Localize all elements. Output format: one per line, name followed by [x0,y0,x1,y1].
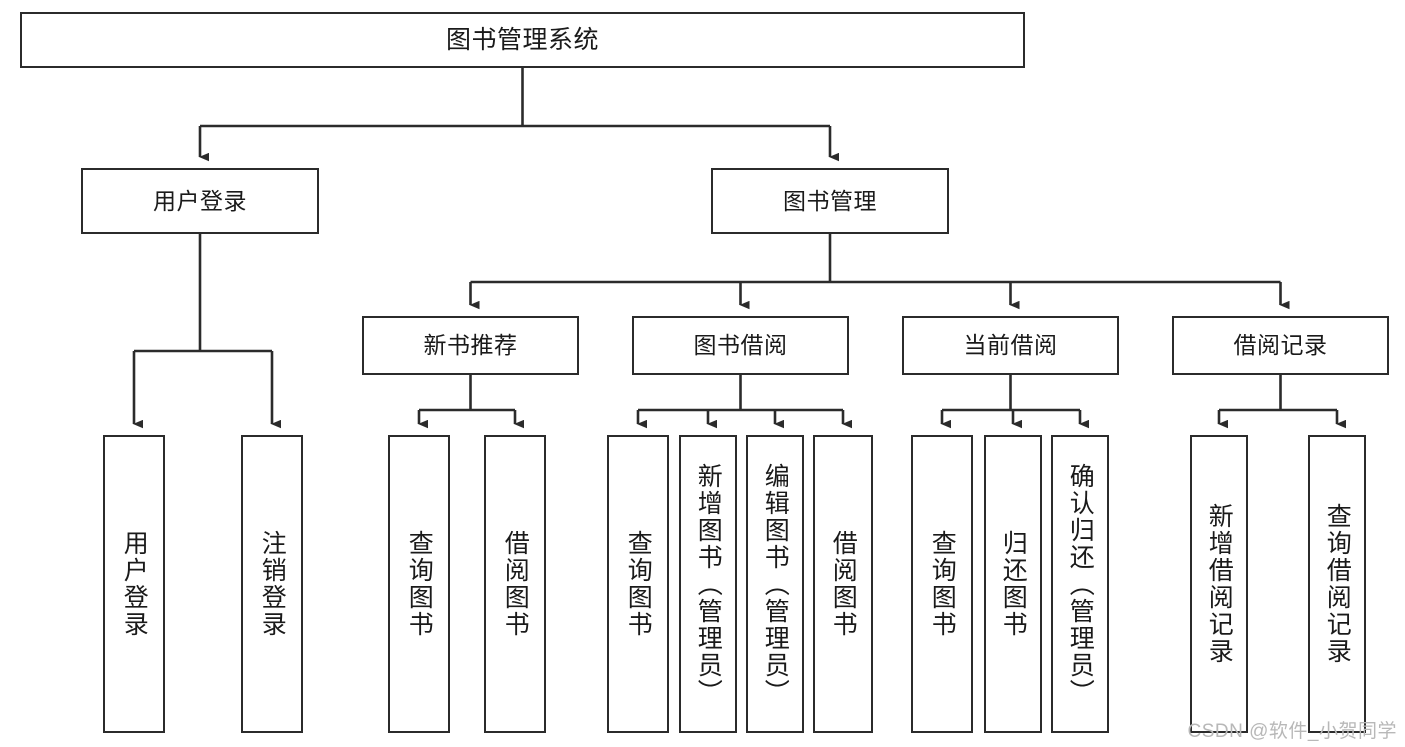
node-leaf1[interactable]: 用户登录 [103,435,165,733]
node-label: 查询图书 [928,530,957,638]
node-label: 图书管理 [783,187,877,214]
node-login[interactable]: 用户登录 [81,168,319,234]
node-label: 新书推荐 [423,332,518,359]
node-newbook[interactable]: 新书推荐 [362,316,579,375]
node-leaf13[interactable]: 查询借阅记录 [1308,435,1366,733]
node-records[interactable]: 借阅记录 [1172,316,1389,375]
watermark-text: CSDN @软件_小贺同学 [1187,721,1397,742]
node-root[interactable]: 图书管理系统 [20,12,1025,68]
node-leaf6[interactable]: 新增图书（管理员） [679,435,737,733]
node-leaf7[interactable]: 编辑图书（管理员） [746,435,804,733]
node-leaf9[interactable]: 查询图书 [911,435,973,733]
node-label: 图书管理系统 [445,25,599,54]
node-label: 新增借阅记录 [1205,503,1234,665]
node-label: 查询借阅记录 [1323,503,1352,665]
node-label: 用户登录 [153,187,247,214]
node-label: 注销登录 [258,530,287,638]
node-current[interactable]: 当前借阅 [902,316,1119,375]
node-leaf12[interactable]: 新增借阅记录 [1190,435,1248,733]
node-label: 编辑图书（管理员） [761,462,790,706]
node-leaf8[interactable]: 借阅图书 [813,435,873,733]
node-label: 借阅记录 [1233,332,1328,359]
node-leaf10[interactable]: 归还图书 [984,435,1042,733]
node-leaf3[interactable]: 查询图书 [388,435,450,733]
node-label: 图书借阅 [693,332,788,359]
node-leaf11[interactable]: 确认归还（管理员） [1051,435,1109,733]
node-label: 当前借阅 [963,332,1058,359]
node-label: 查询图书 [405,530,434,638]
node-label: 归还图书 [999,530,1028,638]
node-label: 新增图书（管理员） [694,462,723,706]
node-leaf2[interactable]: 注销登录 [241,435,303,733]
node-label: 查询图书 [624,530,653,638]
node-borrow[interactable]: 图书借阅 [632,316,849,375]
node-label: 确认归还（管理员） [1066,462,1095,706]
node-bookmgmt[interactable]: 图书管理 [711,168,949,234]
node-leaf5[interactable]: 查询图书 [607,435,669,733]
node-label: 用户登录 [120,530,149,638]
node-label: 借阅图书 [501,530,530,638]
node-label: 借阅图书 [829,530,858,638]
node-leaf4[interactable]: 借阅图书 [484,435,546,733]
